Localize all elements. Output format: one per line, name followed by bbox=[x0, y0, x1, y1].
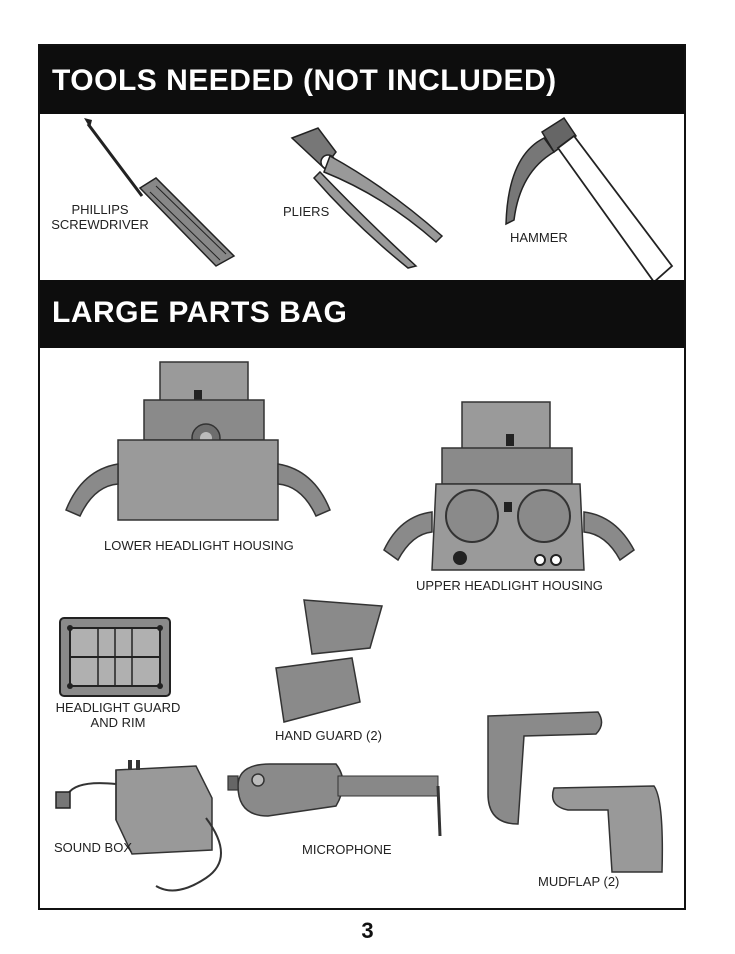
hammer-label: HAMMER bbox=[510, 230, 568, 245]
large-parts-bag-banner: LARGE PARTS BAG bbox=[40, 280, 684, 348]
lower-headlight-housing-illustration bbox=[65, 361, 331, 521]
screwdriver-label-line2: SCREWDRIVER bbox=[51, 217, 149, 232]
microphone-label: MICROPHONE bbox=[302, 842, 392, 857]
pliers-label: PLIERS bbox=[283, 204, 330, 219]
hand-guard-label: HAND GUARD (2) bbox=[275, 728, 382, 743]
lower-headlight-housing-label: LOWER HEADLIGHT HOUSING bbox=[104, 538, 294, 553]
headlight-guard-label: HEADLIGHT GUARD AND RIM bbox=[48, 700, 188, 730]
upper-headlight-housing-label: UPPER HEADLIGHT HOUSING bbox=[416, 578, 603, 593]
upper-headlight-housing-illustration bbox=[383, 401, 635, 571]
screwdriver-label-line1: PHILLIPS bbox=[71, 202, 129, 217]
hammer-icon bbox=[505, 116, 674, 284]
large-parts-bag-heading: LARGE PARTS BAG bbox=[52, 296, 348, 329]
headlight-guard-illustration bbox=[59, 617, 171, 697]
phillips-screwdriver-label: PHILLIPS SCREWDRIVER bbox=[40, 202, 160, 232]
sound-box-label: SOUND BOX bbox=[54, 840, 133, 855]
pliers-icon bbox=[290, 127, 444, 269]
tools-needed-banner: TOOLS NEEDED (NOT INCLUDED) bbox=[40, 46, 684, 114]
hand-guard-illustration bbox=[275, 599, 383, 723]
mudflap-label: MUDFLAP (2) bbox=[538, 874, 620, 889]
page-number: 3 bbox=[361, 918, 374, 943]
tools-needed-heading: TOOLS NEEDED (NOT INCLUDED) bbox=[52, 64, 557, 97]
sound-box-illustration bbox=[55, 760, 222, 892]
microphone-illustration bbox=[227, 763, 442, 837]
headlight-guard-label-line2: AND RIM bbox=[90, 715, 146, 730]
headlight-guard-label-line1: HEADLIGHT GUARD bbox=[55, 700, 181, 715]
page-frame: TOOLS NEEDED (NOT INCLUDED) PHILLIPS SCR… bbox=[38, 44, 686, 910]
screwdriver-icon bbox=[84, 118, 236, 267]
mudflap-illustration bbox=[487, 711, 664, 873]
